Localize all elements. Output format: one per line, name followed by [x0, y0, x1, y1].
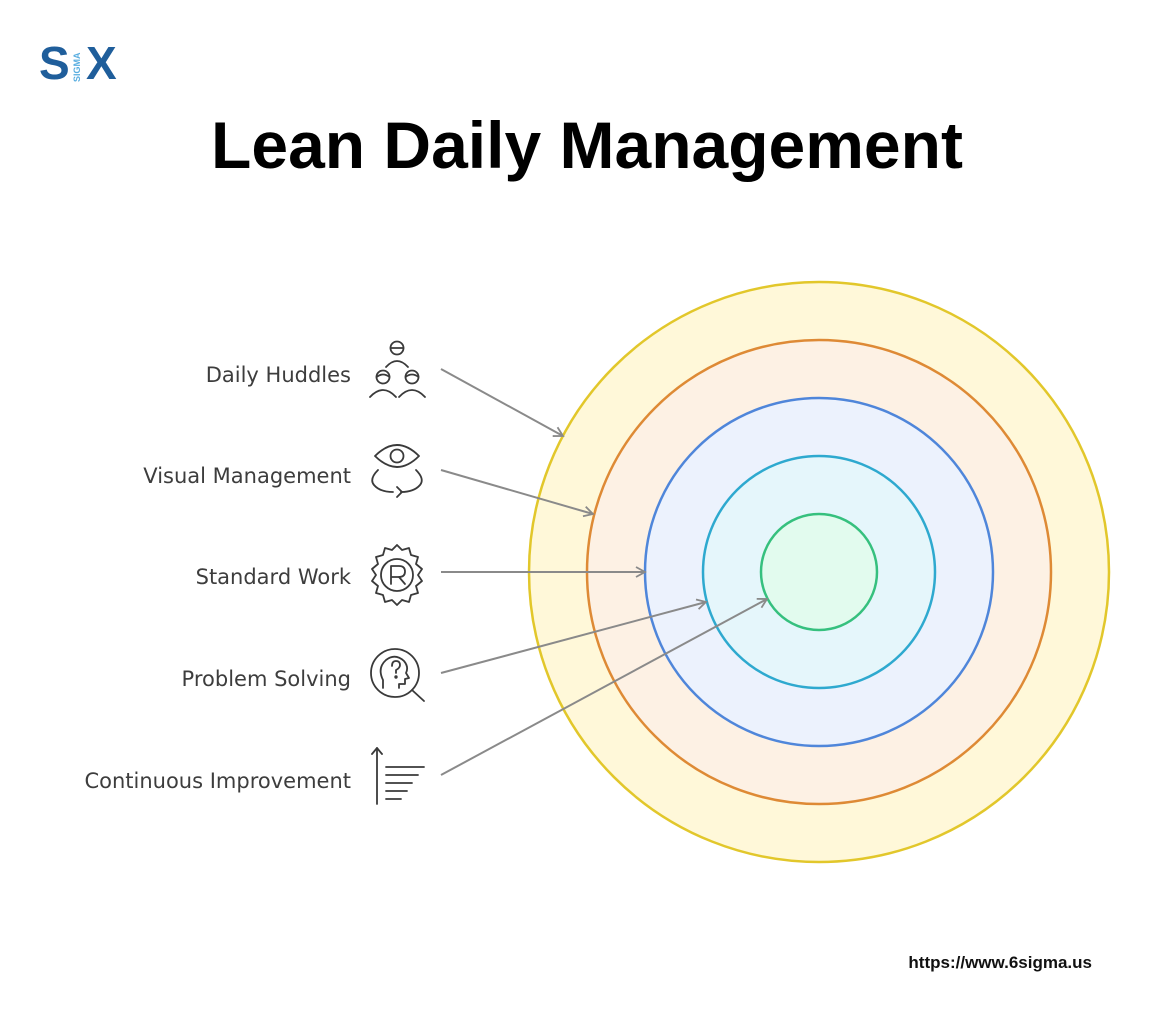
label-standard-work: Standard Work — [196, 565, 352, 589]
ring-continuous-improvement — [759, 512, 879, 632]
six-sigma-logo[interactable]: S SIGMA X — [39, 37, 117, 89]
logo-letter-x: X — [86, 37, 117, 89]
label-problem-solving: Problem Solving — [182, 667, 351, 691]
arrow-visual-management — [440, 469, 595, 518]
team-icon — [369, 340, 426, 398]
arrow-daily-huddles — [440, 368, 565, 437]
arrow-continuous-improvement — [440, 597, 769, 776]
eye-icon — [371, 444, 423, 498]
registered-gear-icon — [371, 544, 423, 606]
label-visual-management: Visual Management — [143, 464, 351, 488]
label-continuous-improvement: Continuous Improvement — [84, 769, 351, 793]
logo-letter-s: S — [39, 37, 70, 89]
head-question-icon — [370, 648, 425, 702]
arrow-problem-solving — [440, 598, 708, 674]
label-daily-huddles: Daily Huddles — [206, 363, 351, 387]
arrow-up-list-icon — [371, 747, 425, 805]
page-title: Lean Daily Management — [211, 108, 963, 182]
logo-sigma-text: SIGMA — [72, 52, 82, 82]
footer-url[interactable]: https://www.6sigma.us — [908, 953, 1092, 972]
connector-arrows — [440, 368, 769, 776]
concentric-rings — [527, 280, 1111, 864]
